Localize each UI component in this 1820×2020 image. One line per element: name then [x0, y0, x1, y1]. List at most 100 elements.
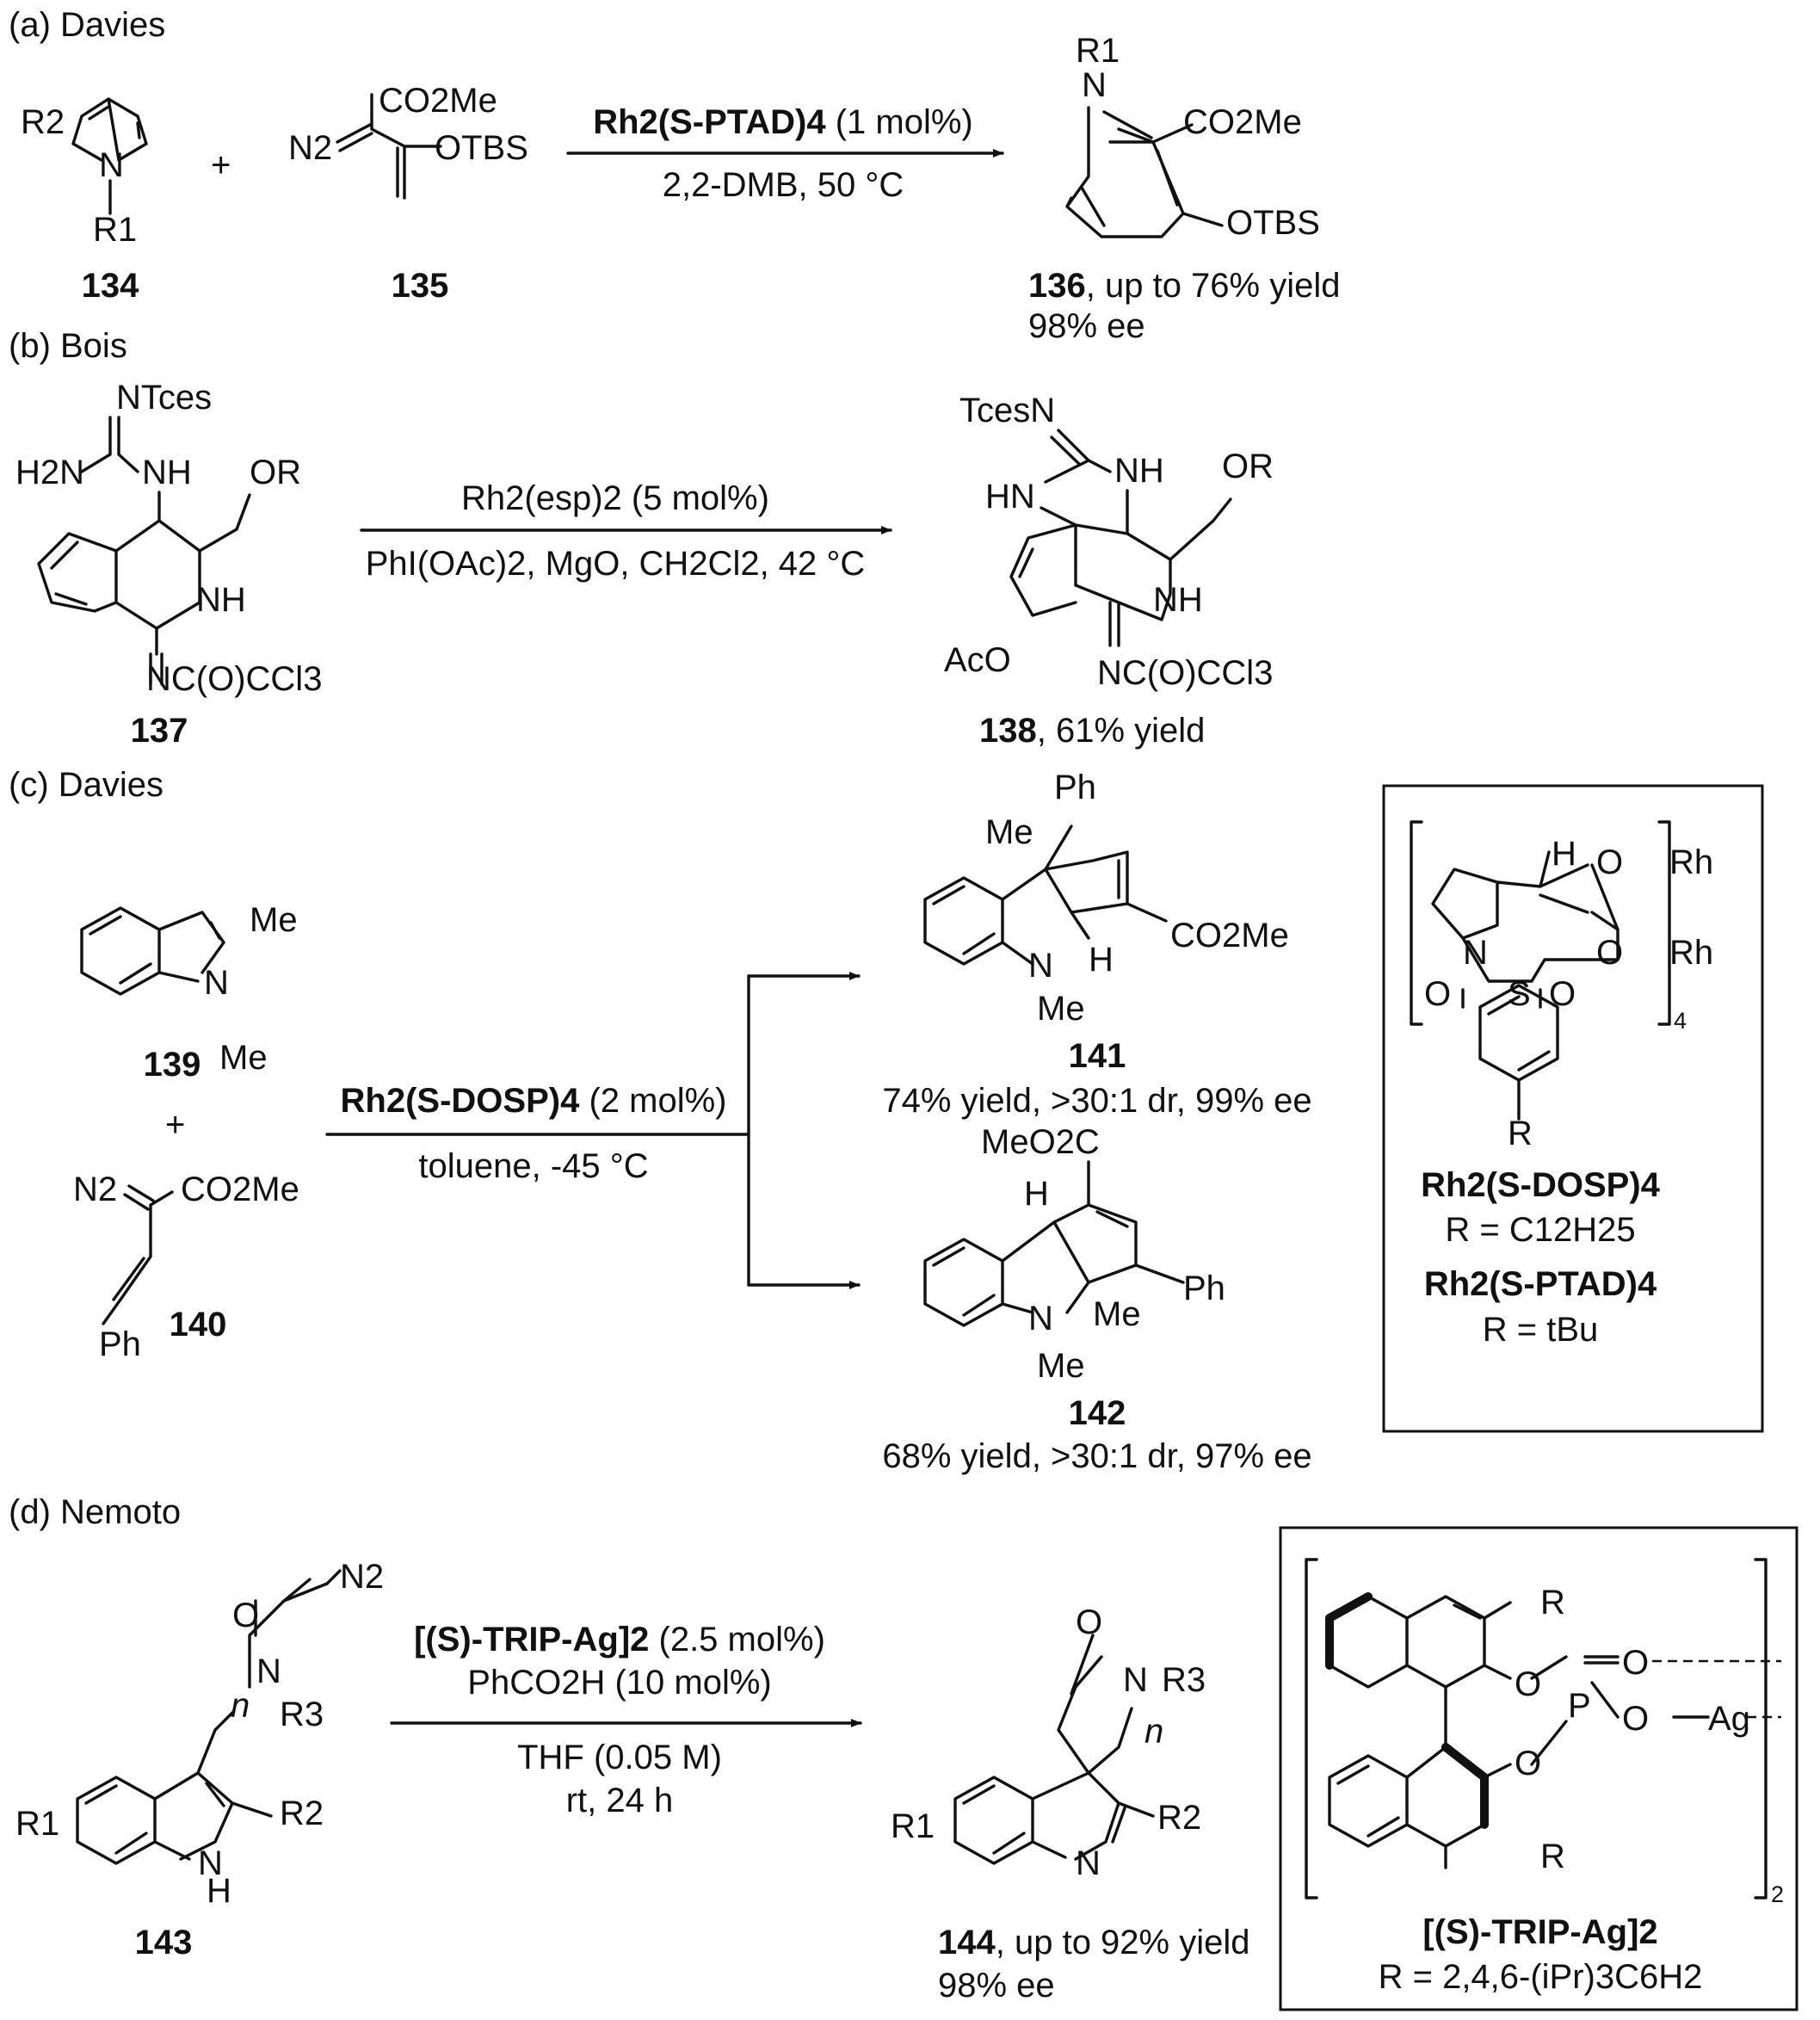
nc-o-ccl3-label: NC(O)CCl3: [1097, 654, 1273, 692]
o-label: O: [1549, 975, 1576, 1013]
hn-label: HN: [985, 478, 1035, 516]
panel-b: (b) Bois NTces H2N NH OR NH NC(O)CCl3 13…: [9, 327, 1274, 750]
h-label: H: [1089, 941, 1114, 979]
indole-143: R1 R2 N H N R3 n O N2 143: [15, 1558, 384, 1961]
h-label: H: [1024, 1175, 1049, 1213]
compound-142: 142: [1069, 1394, 1126, 1432]
catalyst-name-dosp: Rh2(S-DOSP)4: [1421, 1166, 1661, 1204]
o-label: O: [1622, 1700, 1649, 1738]
conditions-c-solvent: toluene, -45 °C: [418, 1147, 648, 1185]
panel-c-header: (c) Davies: [9, 766, 163, 804]
co2me-label: CO2Me: [379, 82, 497, 120]
r2-label: R2: [1157, 1799, 1201, 1837]
product-144-yield: 144, up to 92% yield: [938, 1924, 1250, 1961]
n-atom: N: [198, 1844, 223, 1882]
nh-label: NH: [1153, 581, 1203, 619]
panel-a: (a) Davies N R2 R1 134 + N2 CO2Me OTBS 1…: [9, 6, 1341, 345]
o-label: O: [1622, 1644, 1649, 1682]
compound-140: 140: [170, 1306, 227, 1344]
rh-label: Rh: [1669, 843, 1713, 881]
tropane-136: N R1 CO2Me OTBS 136, up to 76% yield 98%…: [1028, 32, 1341, 345]
n-atom: N: [99, 146, 124, 184]
guanidine-137: NTces H2N NH OR NH NC(O)CCl3 137: [15, 379, 322, 750]
compound-143: 143: [135, 1924, 193, 1961]
nh-label: NH: [1114, 452, 1164, 490]
o-label: O: [1596, 934, 1623, 972]
compound-141: 141: [1069, 1037, 1126, 1075]
diazo-140: N2 CO2Me Ph 140: [73, 1171, 299, 1363]
nc-o-ccl3-label: NC(O)CCl3: [146, 660, 322, 698]
panel-c: (c) Davies Me N Me 139 + N2 CO2Me Ph 140…: [9, 766, 1764, 1475]
h-label: H: [1552, 835, 1576, 873]
h2n-label: H2N: [15, 454, 84, 491]
r1-label: R1: [1076, 32, 1120, 70]
n-atom: N: [1463, 934, 1488, 972]
n-atom: N: [1028, 947, 1053, 985]
r1-label: R1: [891, 1807, 935, 1845]
n-index-label: n: [1144, 1713, 1163, 1751]
catalyst-r-trip: R = 2,4,6-(iPr)3C6H2: [1379, 1958, 1703, 1996]
p-label: P: [1568, 1687, 1591, 1725]
conditions-d-time: rt, 24 h: [566, 1782, 674, 1819]
r3-label: R3: [1162, 1661, 1206, 1699]
product-136-yield: 136, up to 76% yield: [1028, 267, 1341, 305]
tcesn-label: TcesN: [959, 392, 1055, 429]
o-label: O: [232, 1597, 259, 1634]
catalyst-name-ptad: Rh2(S-PTAD)4: [1424, 1265, 1657, 1303]
conditions-a-solvent: 2,2-DMB, 50 °C: [663, 166, 904, 204]
spirocycle-138: TcesN NH HN OR NH AcO NC(O)CCl3 138, 61%…: [944, 392, 1274, 750]
product-136-ee: 98% ee: [1028, 307, 1145, 345]
o-label: O: [1596, 843, 1623, 881]
o-label: O: [1515, 1745, 1541, 1782]
r1-label: R1: [93, 211, 137, 249]
r-label: R: [1508, 1115, 1533, 1152]
panel-b-header: (b) Bois: [9, 327, 127, 365]
conditions-d-additive: PhCO2H (10 mol%): [467, 1664, 771, 1702]
or-label: OR: [250, 454, 301, 491]
catalyst-box-frame: [1279, 1526, 1798, 2011]
me-label: Me: [1037, 1347, 1085, 1385]
n2-label: N2: [73, 1171, 117, 1208]
ph-label: Ph: [99, 1325, 141, 1363]
catalyst-box-dosp: H O Rh O Rh N O S O 4 R Rh2(S-DOSP)4 R =…: [1382, 784, 1764, 1433]
product-142-result: 68% yield, >30:1 dr, 97% ee: [882, 1437, 1311, 1475]
n-index-label: n: [231, 1687, 250, 1725]
nh-label: NH: [196, 581, 246, 619]
panel-d: (d) Nemoto R1 R2 N H N R3 n O N2 143 [(S…: [9, 1493, 1798, 2011]
n-atom: N: [204, 964, 229, 1002]
o-label: O: [1076, 1603, 1102, 1641]
conditions-d-catalyst: [(S)-TRIP-Ag]2 (2.5 mol%): [414, 1621, 825, 1659]
n2-label: N2: [340, 1558, 384, 1596]
diazo-135: N2 CO2Me OTBS 135: [288, 82, 528, 305]
ag-label: Ag: [1708, 1700, 1750, 1738]
conditions-a-catalyst: Rh2(S-PTAD)4 (1 mol%): [593, 103, 973, 141]
rh-label: Rh: [1669, 934, 1713, 972]
nh-label: NH: [142, 454, 192, 491]
ph-label: Ph: [1183, 1269, 1225, 1307]
me-label: Me: [250, 901, 298, 939]
conditions-d-solvent: THF (0.05 M): [517, 1739, 722, 1776]
bracket-subscript-4: 4: [1674, 1008, 1687, 1034]
or-label: OR: [1222, 448, 1274, 485]
aco-label: AcO: [944, 641, 1011, 679]
n-atom: N: [1076, 1844, 1101, 1882]
co2me-label: CO2Me: [1183, 103, 1302, 141]
plus-sign: +: [211, 146, 231, 184]
compound-135: 135: [392, 267, 449, 305]
product-144-ee: 98% ee: [938, 1967, 1055, 2005]
catalyst-r-dosp: R = C12H25: [1445, 1211, 1635, 1249]
n-atom: N: [256, 1652, 281, 1690]
indole-139: Me N Me 139: [80, 901, 298, 1084]
co2me-label: CO2Me: [181, 1171, 299, 1208]
me-label: Me: [219, 1039, 268, 1077]
conditions-b-catalyst: Rh2(esp)2 (5 mol%): [461, 479, 769, 517]
co2me-label: CO2Me: [1170, 917, 1289, 954]
o-label: O: [1515, 1665, 1541, 1703]
compound-137: 137: [131, 712, 188, 750]
compound-139: 139: [144, 1046, 201, 1084]
n2-label: N2: [288, 129, 332, 167]
catalyst-name-trip: [(S)-TRIP-Ag]2: [1422, 1913, 1657, 1951]
conditions-b-solvent: PhI(OAc)2, MgO, CH2Cl2, 42 °C: [366, 545, 866, 583]
r2-label: R2: [280, 1795, 324, 1832]
